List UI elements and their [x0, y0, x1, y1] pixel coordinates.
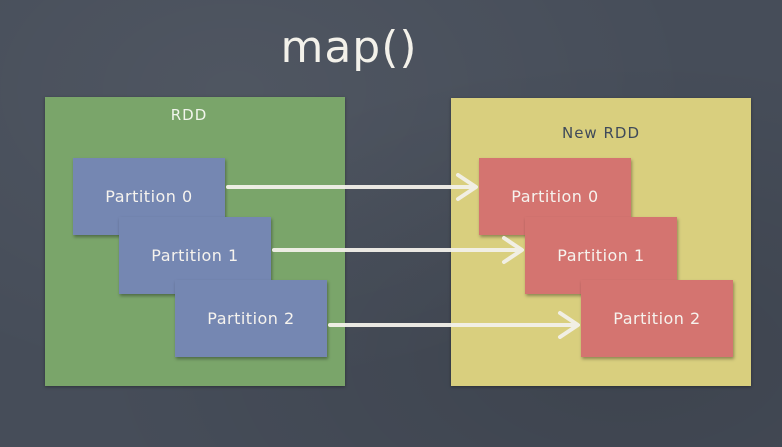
new-rdd-label: New RDD [561, 124, 640, 142]
arrow-partition-0 [226, 173, 478, 201]
arrow-partition-1 [272, 236, 524, 264]
slide-title: map() [280, 22, 418, 73]
rdd-label: RDD [170, 106, 208, 124]
rdd-partition-2: Partition 2 [175, 280, 327, 357]
arrow-partition-2 [328, 311, 580, 339]
new-rdd-partition-2: Partition 2 [581, 280, 733, 357]
